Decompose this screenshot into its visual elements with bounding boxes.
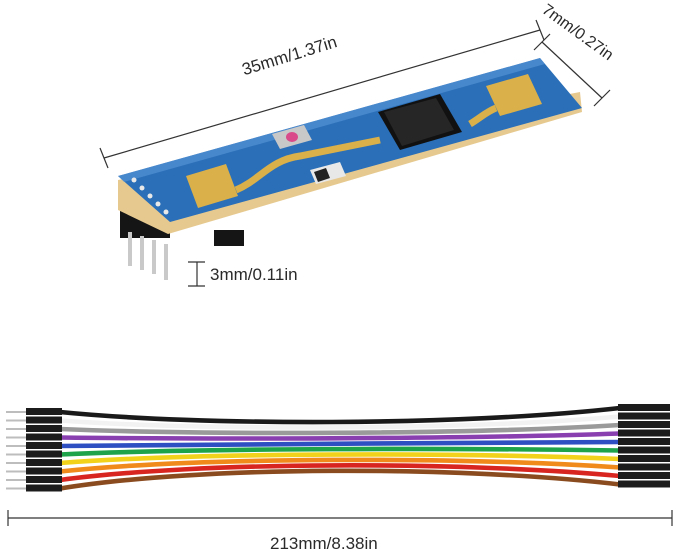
cable-wire [59,452,621,466]
radar-module [118,58,582,280]
female-connector [618,421,670,428]
antenna-pad-left [186,164,238,208]
female-connector [618,480,670,488]
bottom-component [214,230,244,246]
connector-pin [6,436,26,439]
cable-wire [59,446,621,457]
silkscreen-pins [131,177,169,215]
pin-height-dimension-line [188,261,205,287]
antenna-trace [234,136,381,194]
connector-pin [6,479,26,481]
male-connector [26,467,62,475]
pcb-board [118,58,582,222]
male-connector [26,484,62,492]
connector-pin [6,445,26,447]
female-connector [618,472,670,479]
connector-pin [6,428,26,430]
male-connector [26,425,62,432]
cable-length-label: 213mm/8.38in [270,534,378,553]
pin-height-label: 3mm/0.11in [210,265,298,284]
connector-pin [6,487,26,490]
jumper-cable [6,404,670,492]
female-connector [618,455,670,462]
radar-chip [378,94,462,150]
cable-dimension-line [7,510,673,526]
cable-wire [59,431,621,441]
cable-wire [59,405,621,425]
male-connector [26,476,62,483]
male-connector [26,416,62,424]
connector-pin [6,462,26,464]
female-connector [618,404,670,411]
cable-wire [59,457,621,474]
male-connector [26,450,62,458]
cable-wire [59,439,621,449]
female-connector [618,463,670,471]
female-connector [618,429,670,437]
length-dimension-line [99,19,545,169]
width-dimension-line [533,33,611,107]
cable-wire [59,414,621,430]
female-connector [618,446,670,454]
cable-wire [59,422,621,436]
cable-wire [59,468,621,491]
connector-pin [6,453,26,456]
male-connector [26,442,62,449]
cable-wire [59,463,621,483]
antenna-pad-right [486,74,542,116]
connector-pin [6,470,26,473]
male-connector [26,408,62,415]
male-connector [26,459,62,466]
male-connector [26,433,62,441]
connector-pin [6,419,26,422]
female-connector [618,438,670,445]
connector-pin [6,411,26,413]
female-connector [618,412,670,420]
